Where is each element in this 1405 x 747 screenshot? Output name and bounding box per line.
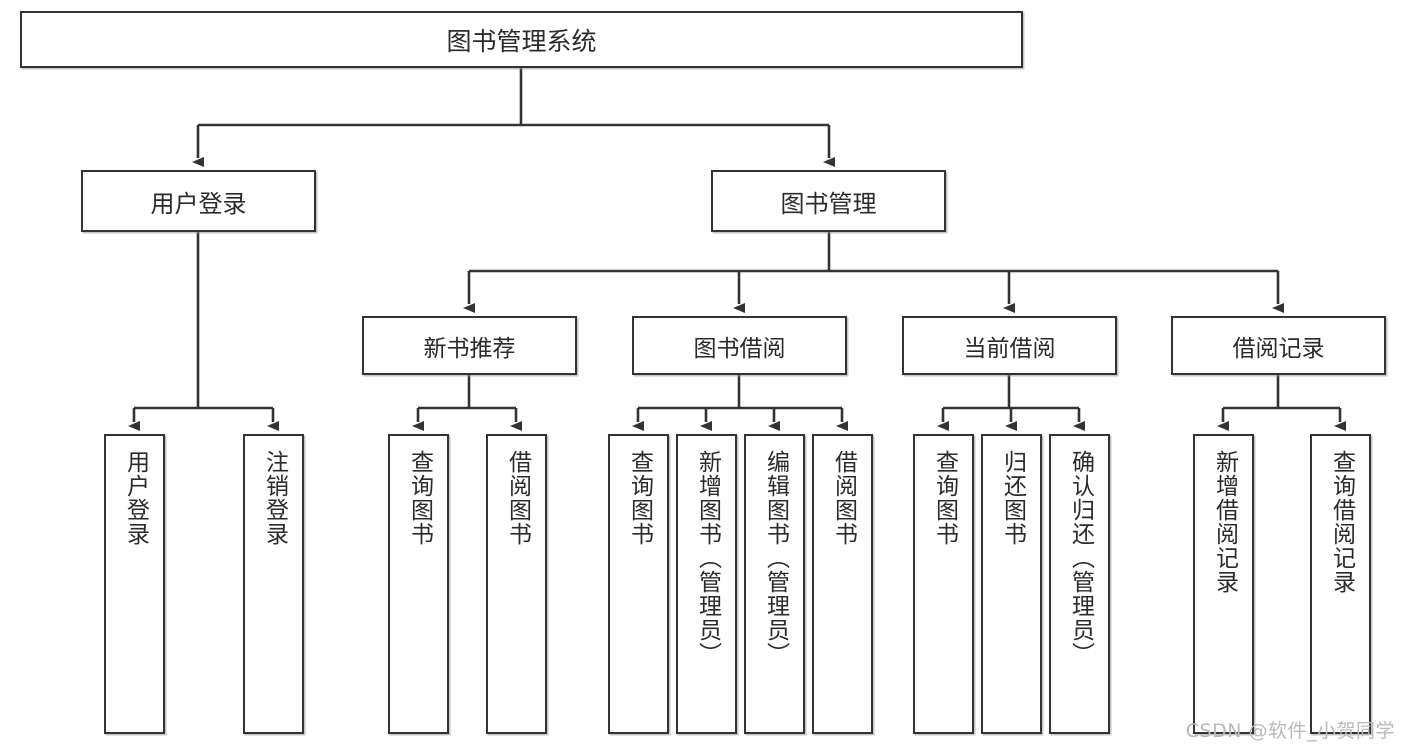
node-borrow-record-label: 借阅记录 bbox=[1232, 335, 1325, 362]
leaf-node[interactable]: 确认归还（管理员） bbox=[1049, 434, 1110, 734]
leaf-node-label: 借阅图书 bbox=[504, 450, 531, 546]
node-current-borrow-label: 当前借阅 bbox=[963, 335, 1056, 362]
node-book-management[interactable]: 图书管理 bbox=[711, 170, 946, 232]
leaf-node[interactable]: 查询图书 bbox=[388, 434, 449, 734]
node-new-book-recommend-label: 新书推荐 bbox=[423, 335, 516, 362]
leaf-node-label: 查询图书 bbox=[406, 450, 433, 546]
leaf-node[interactable]: 归还图书 bbox=[981, 434, 1042, 734]
csdn-watermark: CSDN @软件_小贺同学 bbox=[1185, 720, 1395, 742]
leaf-node-label: 新增图书（管理员） bbox=[694, 450, 721, 666]
leaf-node-label: 编辑图书（管理员） bbox=[762, 450, 789, 666]
node-book-management-label: 图书管理 bbox=[780, 189, 877, 218]
node-user-login-label: 用户登录 bbox=[150, 189, 247, 218]
node-user-login[interactable]: 用户登录 bbox=[81, 170, 316, 232]
leaf-node-label: 注销登录 bbox=[261, 450, 288, 546]
leaf-node-label: 归还图书 bbox=[999, 450, 1026, 546]
leaf-node-label: 新增借阅记录 bbox=[1211, 450, 1238, 594]
leaf-node[interactable]: 查询图书 bbox=[608, 434, 669, 734]
leaf-node-label: 查询图书 bbox=[931, 450, 958, 546]
leaf-node[interactable]: 新增借阅记录 bbox=[1193, 434, 1254, 734]
leaf-node[interactable]: 新增图书（管理员） bbox=[676, 434, 737, 734]
leaf-node[interactable]: 编辑图书（管理员） bbox=[744, 434, 805, 734]
node-root[interactable]: 图书管理系统 bbox=[20, 11, 1023, 68]
leaf-node-label: 确认归还（管理员） bbox=[1067, 450, 1094, 666]
leaf-node-label: 查询借阅记录 bbox=[1328, 450, 1355, 594]
leaf-node-label: 用户登录 bbox=[122, 450, 149, 546]
node-book-borrow[interactable]: 图书借阅 bbox=[632, 316, 847, 375]
leaf-node[interactable]: 用户登录 bbox=[104, 434, 165, 734]
leaf-node[interactable]: 借阅图书 bbox=[486, 434, 547, 734]
leaf-node[interactable]: 借阅图书 bbox=[812, 434, 873, 734]
leaf-node[interactable]: 查询借阅记录 bbox=[1310, 434, 1371, 734]
leaf-node[interactable]: 查询图书 bbox=[913, 434, 974, 734]
node-root-label: 图书管理系统 bbox=[446, 26, 597, 56]
node-new-book-recommend[interactable]: 新书推荐 bbox=[362, 316, 577, 375]
leaf-node-label: 查询图书 bbox=[626, 450, 653, 546]
leaf-node[interactable]: 注销登录 bbox=[243, 434, 304, 734]
node-borrow-record[interactable]: 借阅记录 bbox=[1171, 316, 1386, 375]
leaf-node-label: 借阅图书 bbox=[830, 450, 857, 546]
node-book-borrow-label: 图书借阅 bbox=[693, 335, 786, 362]
node-current-borrow[interactable]: 当前借阅 bbox=[902, 316, 1117, 375]
